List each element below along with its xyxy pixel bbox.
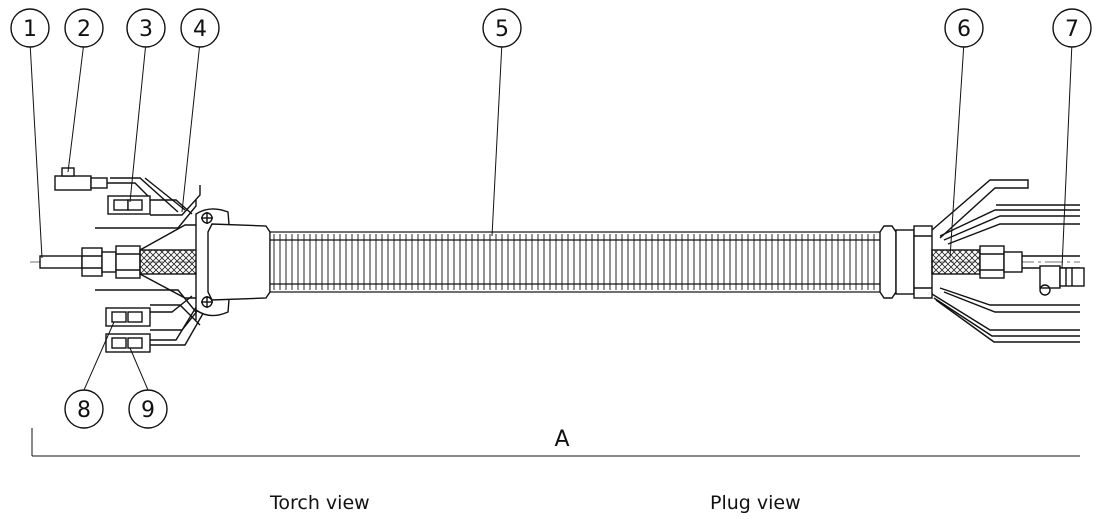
callout-3: 3 xyxy=(126,8,166,48)
callout-2-label: 2 xyxy=(77,17,91,42)
callout-8: 8 xyxy=(64,389,104,429)
callout-6-label: 6 xyxy=(957,17,971,42)
callout-5-label: 5 xyxy=(495,17,509,42)
plug-end-assembly xyxy=(879,179,1085,343)
dimension-label: A xyxy=(554,427,569,452)
callout-5: 5 xyxy=(482,8,522,48)
plug-view-caption: Plug view xyxy=(710,492,801,514)
callout-7: 7 xyxy=(1052,8,1092,48)
callout-9: 9 xyxy=(128,389,168,429)
callout-3-label: 3 xyxy=(139,17,153,42)
hose-corrugations xyxy=(273,234,875,290)
callout-9-label: 9 xyxy=(141,398,155,423)
callout-4-label: 4 xyxy=(193,17,207,42)
callout-7-label: 7 xyxy=(1065,17,1079,42)
dimension-a: A xyxy=(31,427,1080,457)
callout-8-label: 8 xyxy=(77,398,91,423)
callout-4: 4 xyxy=(180,8,220,48)
callout-circles: 1 2 3 4 5 6 7 8 xyxy=(10,8,1092,429)
torch-end-assembly xyxy=(39,167,271,353)
torch-view-caption: Torch view xyxy=(270,492,370,514)
corrugated-hose xyxy=(269,231,883,293)
callout-6: 6 xyxy=(944,8,984,48)
callout-1: 1 xyxy=(10,8,50,48)
callout-1-label: 1 xyxy=(23,17,37,42)
callout-2: 2 xyxy=(64,8,104,48)
leader-lines xyxy=(29,41,1073,391)
